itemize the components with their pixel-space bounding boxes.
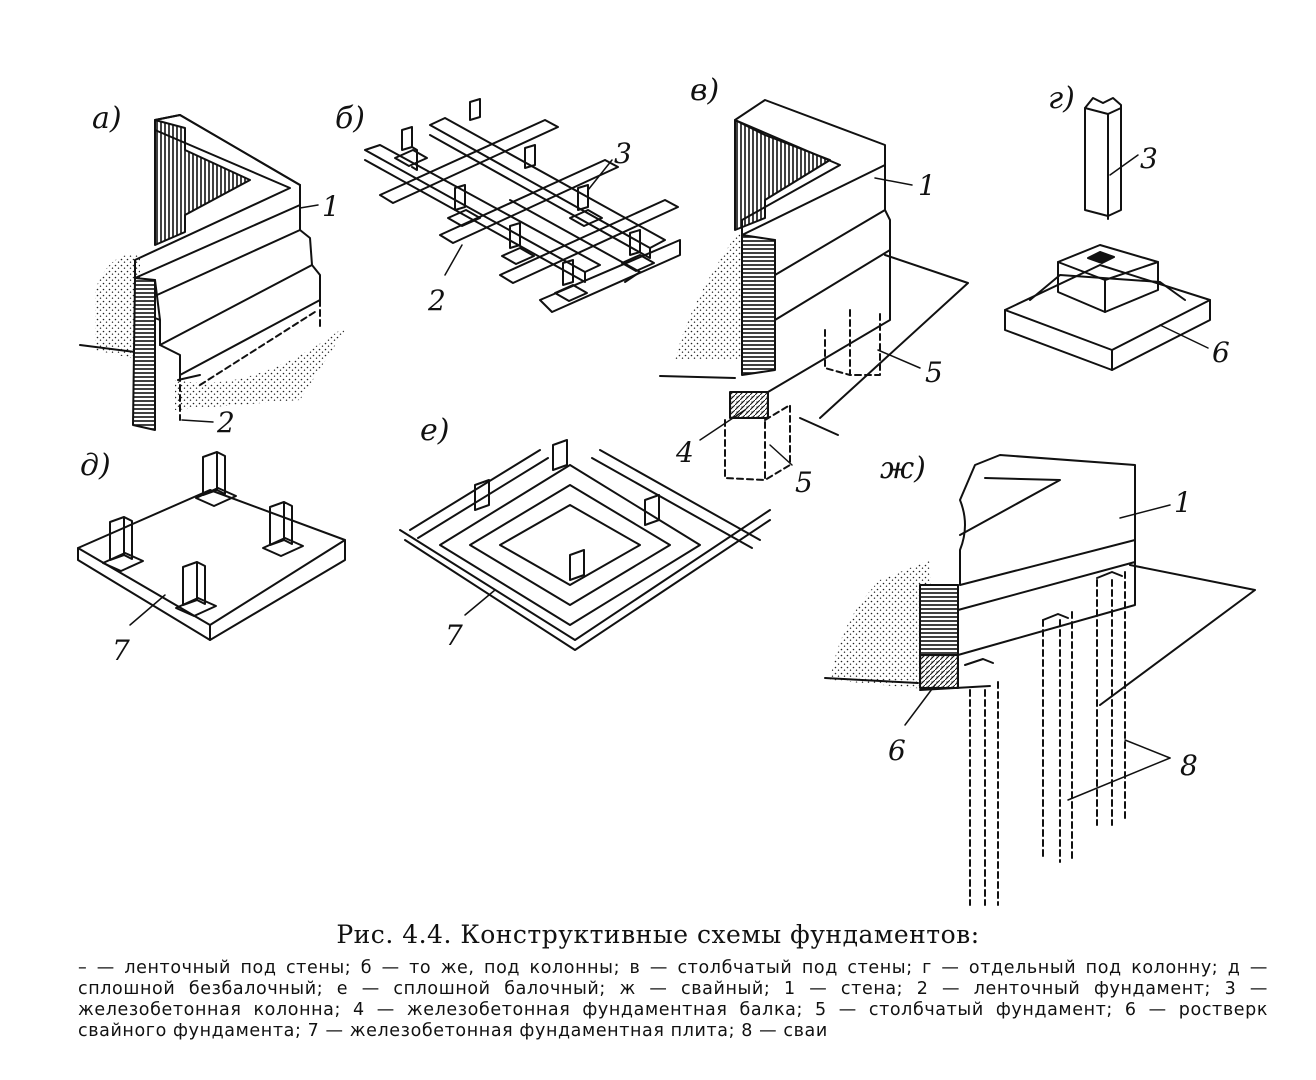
panel-b-strip-under-columns xyxy=(364,98,681,313)
label-e: е) xyxy=(420,413,449,448)
callout-e-7: 7 xyxy=(445,619,463,652)
callout-a-1: 1 xyxy=(322,190,340,223)
panel-d-solid-beamless xyxy=(77,451,346,641)
label-a: а) xyxy=(92,101,122,136)
callout-v-5b: 5 xyxy=(795,466,813,499)
callout-zh-1: 1 xyxy=(1174,486,1192,519)
label-g: г) xyxy=(1048,81,1075,116)
callout-zh-6: 6 xyxy=(888,734,906,767)
callout-v-4: 4 xyxy=(675,436,694,469)
callout-v-5a: 5 xyxy=(925,356,943,389)
callout-v-1: 1 xyxy=(918,169,936,202)
caption-line-3: фундамент; 3 — железобетонная колонна; 4… xyxy=(78,979,1268,1020)
callout-zh-8: 8 xyxy=(1180,749,1198,782)
panel-e-solid-beam xyxy=(399,439,771,651)
figure-caption-title: Рис. 4.4. Конструктивные схемы фундамент… xyxy=(336,920,980,949)
label-b: б) xyxy=(335,101,365,136)
foundation-schemes-figure: а) 1 2 xyxy=(77,73,1256,906)
callout-g-3: 3 xyxy=(1140,142,1158,175)
label-zh: ж) xyxy=(880,451,926,486)
panel-a-strip-foundation xyxy=(79,114,345,431)
label-v: в) xyxy=(690,73,719,108)
panel-g-separate-under-column xyxy=(1004,97,1211,371)
panel-v-column-under-walls xyxy=(659,99,969,481)
callout-g-6: 6 xyxy=(1212,336,1230,369)
caption-line-2: колонну; д — сплошной безбалочный; е — с… xyxy=(78,958,1268,999)
callout-a-2: 2 xyxy=(216,406,235,439)
panel-zh-pile xyxy=(824,454,1256,906)
label-d: д) xyxy=(80,448,111,483)
caption-line-4: фундамент; 6 — ростверк свайного фундаме… xyxy=(78,1000,1268,1041)
caption-line-1: – — ленточный под стены; б — то же, под … xyxy=(78,958,1122,978)
callout-b-2: 2 xyxy=(427,284,446,317)
figure-caption-legend: – — ленточный под стены; б — то же, под … xyxy=(78,958,1268,1042)
callout-b-3: 3 xyxy=(614,137,632,170)
callout-d-7: 7 xyxy=(112,634,130,667)
